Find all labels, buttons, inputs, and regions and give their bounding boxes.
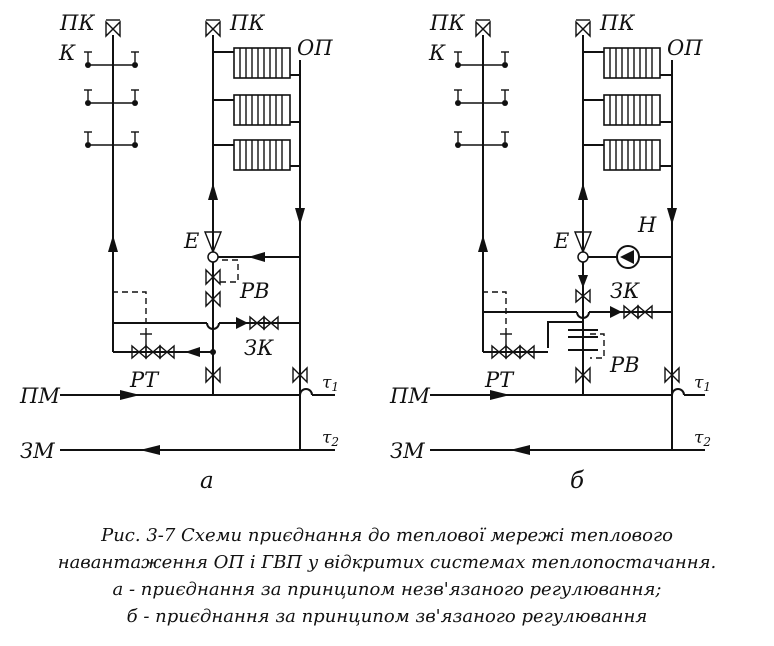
label-zm-a: ЗМ <box>20 439 55 463</box>
check-valve-icon <box>236 315 279 331</box>
tap-icon <box>454 131 509 148</box>
air-valve-icon <box>475 19 491 38</box>
label-t1-b: τ1 <box>694 373 711 394</box>
crossover-a2 <box>206 322 220 330</box>
shutoff-valve-icon <box>575 288 591 304</box>
supply-arrow-a <box>120 390 140 400</box>
return-arrow-a <box>140 445 160 455</box>
label-pk-b1: ПК <box>429 11 465 35</box>
label-k-a: К <box>58 41 76 65</box>
label-op-b: ОП <box>667 36 703 60</box>
tap-icon <box>84 89 139 106</box>
label-zm-b: ЗМ <box>390 439 425 463</box>
tap-icon <box>84 51 139 68</box>
label-pm-a: ПМ <box>19 384 60 408</box>
caption-line-3: а - приєднання за принципом незв'язаного… <box>112 579 662 600</box>
label-zk-b: ЗК <box>610 279 640 303</box>
label-n-b: Н <box>637 213 657 237</box>
label-pk-a1: ПК <box>59 11 95 35</box>
flow-regulator-icon <box>205 268 221 308</box>
shutoff-valve-icon <box>205 366 221 384</box>
label-zk-a: ЗК <box>244 336 274 360</box>
label-t2-a: τ2 <box>322 428 339 449</box>
taps-group-a <box>84 51 139 148</box>
radiators-b <box>583 47 672 171</box>
caption-line-1: Рис. 3-7 Схеми приєднання до теплової ме… <box>101 525 673 546</box>
temperature-regulator-icon <box>491 333 535 360</box>
air-valve-icon <box>105 19 121 38</box>
label-rv-a: РВ <box>239 279 270 303</box>
label-scheme-a: а <box>200 468 214 494</box>
label-e-b: Е <box>553 229 569 253</box>
tap-icon <box>454 51 509 68</box>
pump-icon <box>616 245 640 269</box>
caption-line-4: б - приєднання за принципом зв'язаного р… <box>126 606 648 627</box>
taps-group-b <box>454 51 509 148</box>
label-rv-b: РВ <box>609 353 640 377</box>
label-k-b: К <box>428 41 446 65</box>
shutoff-valve-icon <box>292 366 308 384</box>
label-rt-b: РТ <box>484 368 515 392</box>
figure-caption: Рис. 3-7 Схеми приєднання до теплової ме… <box>0 522 774 630</box>
label-scheme-b: б <box>570 468 585 494</box>
shutoff-valve-icon <box>664 366 680 384</box>
temperature-regulator-icon <box>131 333 175 360</box>
label-e-a: Е <box>183 229 199 253</box>
label-pm-b: ПМ <box>389 384 430 408</box>
label-pk-b2: ПК <box>599 11 635 35</box>
scheme-b <box>430 19 705 455</box>
label-t2-b: τ2 <box>694 428 711 449</box>
tap-icon <box>454 89 509 106</box>
label-pk-a2: ПК <box>229 11 265 35</box>
radiators-a <box>213 47 300 171</box>
check-valve-icon <box>610 304 653 320</box>
elevator-icon <box>203 231 223 263</box>
flow-regulator-icon <box>568 329 598 384</box>
crossover-a <box>299 388 313 396</box>
caption-line-2: навантаження ОП і ГВП у відкритих систем… <box>57 552 717 573</box>
label-rt-a: РТ <box>129 368 160 392</box>
label-op-a: ОП <box>297 36 333 60</box>
scheme-a <box>60 19 335 455</box>
air-valve-icon <box>575 19 591 38</box>
schematic-diagram: ПК К ПК ОП Е РВ ЗК РТ ПМ ЗМ τ1 τ2 а ПК К… <box>19 11 711 494</box>
tap-icon <box>84 131 139 148</box>
air-valve-icon <box>205 19 221 38</box>
label-t1-a: τ1 <box>322 373 339 394</box>
